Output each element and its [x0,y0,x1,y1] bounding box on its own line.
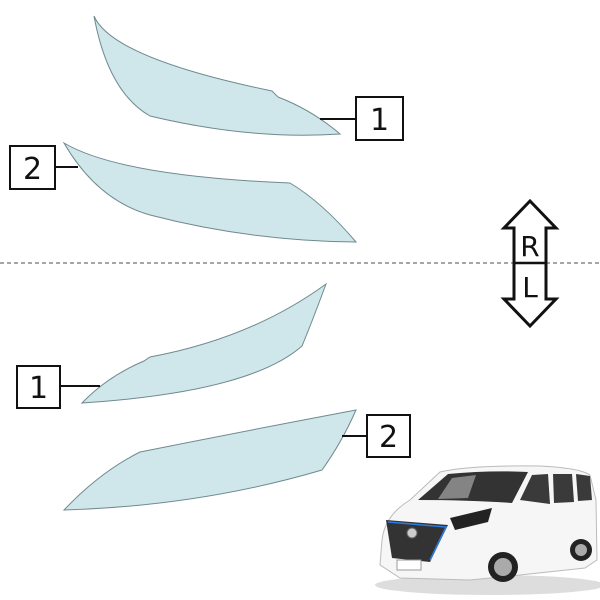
callout-label: 2 [23,152,42,187]
right-side-label: R [520,230,539,263]
left-side-label: L [522,271,538,304]
film-right-1 [93,15,342,136]
callout-label: 1 [370,103,389,138]
callout-right-2: 2 [9,145,78,190]
callout-label: 1 [29,371,48,406]
callout-left-2: 2 [342,414,411,458]
vehicle-image [375,465,600,595]
film-right-2 [62,141,358,243]
film-left-1 [80,282,328,404]
callout-left-1: 1 [16,365,100,409]
callout-label: 2 [379,420,398,455]
callout-right-1: 1 [320,96,404,141]
double-arrow-icon: R L [500,198,560,329]
film-left-2 [62,409,357,511]
